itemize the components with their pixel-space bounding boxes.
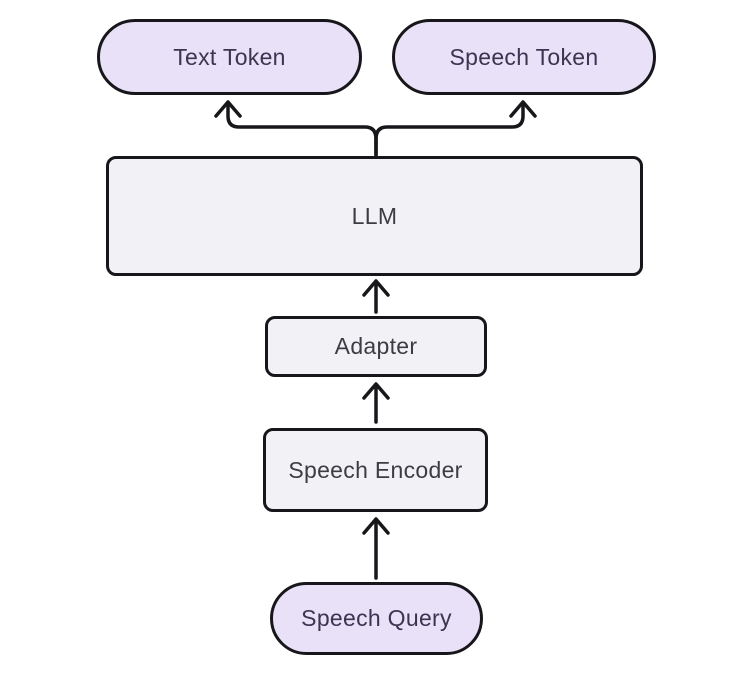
node-llm-label: LLM — [351, 202, 398, 229]
node-adapter: Adapter — [265, 316, 487, 377]
node-speech-encoder: Speech Encoder — [263, 428, 488, 512]
arrow-adapter-to-llm — [362, 279, 390, 314]
arrow-llm-to-text-token — [214, 100, 378, 157]
node-llm: LLM — [106, 156, 643, 276]
arrow-speech-query-to-speech-encoder — [362, 517, 390, 580]
node-speech-token: Speech Token — [392, 19, 656, 95]
node-speech-token-label: Speech Token — [449, 43, 599, 70]
node-speech-query-label: Speech Query — [301, 605, 452, 631]
arrow-speech-encoder-to-adapter — [362, 382, 390, 424]
arrow-llm-to-speech-token — [374, 100, 537, 157]
node-text-token: Text Token — [97, 19, 362, 95]
node-adapter-label: Adapter — [334, 333, 418, 359]
node-speech-encoder-label: Speech Encoder — [288, 456, 463, 483]
node-text-token-label: Text Token — [173, 43, 286, 70]
node-speech-query: Speech Query — [270, 582, 483, 655]
